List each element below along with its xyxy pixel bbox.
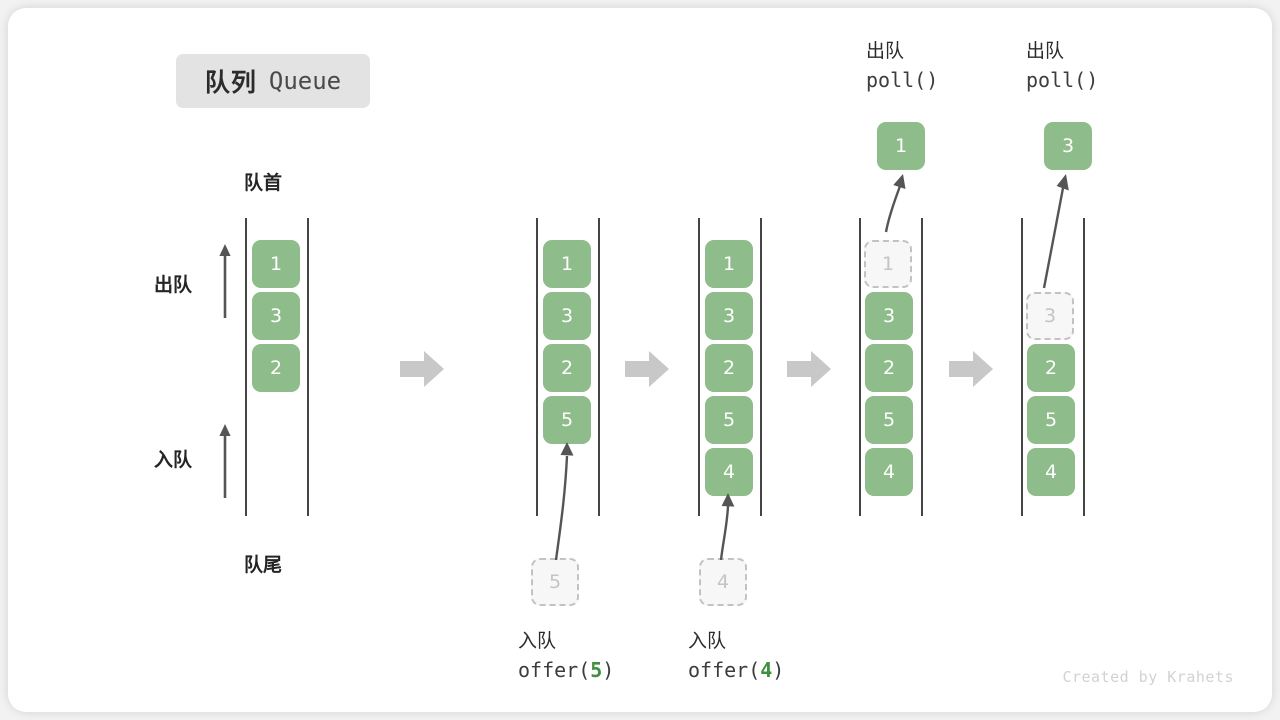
stage-caption-offer-5: 入队 offer(5)	[518, 628, 614, 685]
queue-cell: 5	[865, 396, 913, 444]
queue-rail-left	[245, 218, 247, 516]
caption-code: poll()	[866, 67, 939, 92]
queue-cell: 1	[543, 240, 591, 288]
queue-cell: 5	[705, 396, 753, 444]
queue-cell: 4	[865, 448, 913, 496]
queue-rail-left	[536, 218, 538, 516]
queue-rail-right	[598, 218, 600, 516]
flow-arrow-icon	[787, 351, 831, 387]
watermark-credit: Created by Krahets	[1062, 668, 1234, 686]
stage-caption-poll-1: 出队 poll()	[866, 38, 938, 95]
flow-arrow-icon	[400, 351, 444, 387]
queue-cell: 2	[705, 344, 753, 392]
queue-rail-left	[698, 218, 700, 516]
enqueue-direction-arrow-icon	[219, 424, 231, 498]
caption-chinese: 入队	[518, 630, 557, 652]
flow-arrow-icon	[949, 351, 993, 387]
queue-cell: 3	[865, 292, 913, 340]
diagram-card: 队列 Queue 队首 队尾 出队 入队 1 3 2	[8, 8, 1272, 712]
dequeue-direction-arrow-icon	[219, 244, 231, 318]
dequeue-motion-arrow-icon	[1042, 174, 1069, 289]
removed-element-ghost: 1	[864, 240, 912, 288]
queue-cell: 3	[543, 292, 591, 340]
queue-rail-right	[921, 218, 923, 516]
enqueue-motion-arrow-icon	[719, 493, 735, 561]
queue-rail-left	[859, 218, 861, 516]
queue-cell: 1	[705, 240, 753, 288]
queue-cell: 3	[252, 292, 300, 340]
queue-cell-new: 5	[543, 396, 591, 444]
title-english: Queue	[268, 67, 342, 95]
queue-rail-right	[307, 218, 309, 516]
caption-chinese: 出队	[866, 40, 905, 62]
queue-rail-left	[1021, 218, 1023, 516]
dequeue-direction-label: 出队	[154, 274, 193, 296]
queue-cell: 3	[705, 292, 753, 340]
caption-chinese: 入队	[688, 630, 727, 652]
caption-code: poll()	[1026, 67, 1099, 92]
queue-cell: 2	[543, 344, 591, 392]
queue-cell: 2	[252, 344, 300, 392]
flow-arrow-icon	[625, 351, 669, 387]
queue-front-label: 队首	[244, 172, 283, 194]
diagram-title-badge: 队列 Queue	[176, 54, 370, 108]
caption-chinese: 出队	[1026, 40, 1065, 62]
title-chinese: 队列	[204, 68, 257, 97]
queue-cell: 2	[1027, 344, 1075, 392]
polled-element-output: 1	[877, 122, 925, 170]
caption-code: offer(5)	[518, 657, 615, 682]
queue-cell: 5	[1027, 396, 1075, 444]
caption-code: offer(4)	[688, 657, 785, 682]
queue-rear-label: 队尾	[244, 554, 283, 576]
pending-element-ghost: 4	[699, 558, 747, 606]
queue-rail-right	[760, 218, 762, 516]
stage-caption-poll-3: 出队 poll()	[1026, 38, 1098, 95]
removed-element-ghost: 3	[1026, 292, 1074, 340]
stage-caption-offer-4: 入队 offer(4)	[688, 628, 784, 685]
polled-element-output: 3	[1044, 122, 1092, 170]
pending-element-ghost: 5	[531, 558, 579, 606]
enqueue-motion-arrow-icon	[554, 442, 574, 561]
queue-cell-new: 4	[705, 448, 753, 496]
queue-cell: 1	[252, 240, 300, 288]
queue-cell: 2	[865, 344, 913, 392]
queue-rail-right	[1083, 218, 1085, 516]
enqueue-direction-label: 入队	[154, 449, 193, 471]
queue-cell: 4	[1027, 448, 1075, 496]
dequeue-motion-arrow-icon	[884, 174, 906, 233]
